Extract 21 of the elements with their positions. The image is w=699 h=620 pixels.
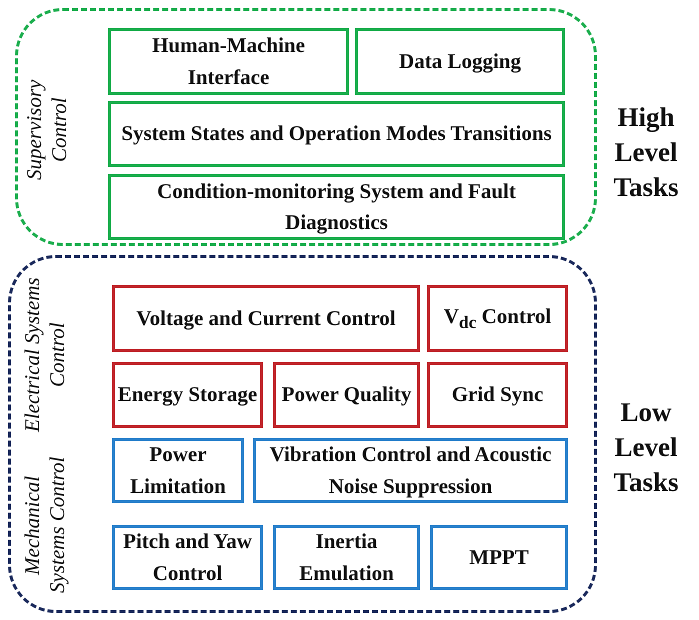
side-label: High Level Tasks: [612, 101, 680, 204]
dashed-group-frame: [15, 8, 597, 246]
task-box: Pitch and Yaw Control: [112, 525, 263, 590]
task-box: V$_{dc}$ Control: [427, 285, 568, 352]
group-heading: Electrical Systems Control: [20, 276, 70, 434]
task-box: Power Limitation: [112, 438, 244, 503]
task-box: Data Logging: [355, 28, 565, 95]
task-box: MPPT: [430, 525, 568, 590]
task-box: Inertia Emulation: [273, 525, 420, 590]
task-box: Vibration Control and Acoustic Noise Suppression: [253, 438, 568, 503]
task-box: Voltage and Current Control: [112, 285, 420, 352]
group-heading: Supervisory Control: [22, 78, 70, 182]
task-box: Power Quality: [273, 362, 420, 428]
task-box: Condition-monitoring System and Fault Diagnostics: [108, 174, 565, 240]
side-label: Low Level Tasks: [612, 396, 680, 500]
task-box: Human-Machine Interface: [108, 28, 349, 95]
group-heading: Mechanical Systems Control: [20, 456, 70, 596]
dashed-group-frame: [8, 255, 597, 613]
task-box: Grid Sync: [427, 362, 568, 428]
task-box: Energy Storage: [112, 362, 263, 428]
task-box: System States and Operation Modes Transitions: [108, 101, 565, 167]
